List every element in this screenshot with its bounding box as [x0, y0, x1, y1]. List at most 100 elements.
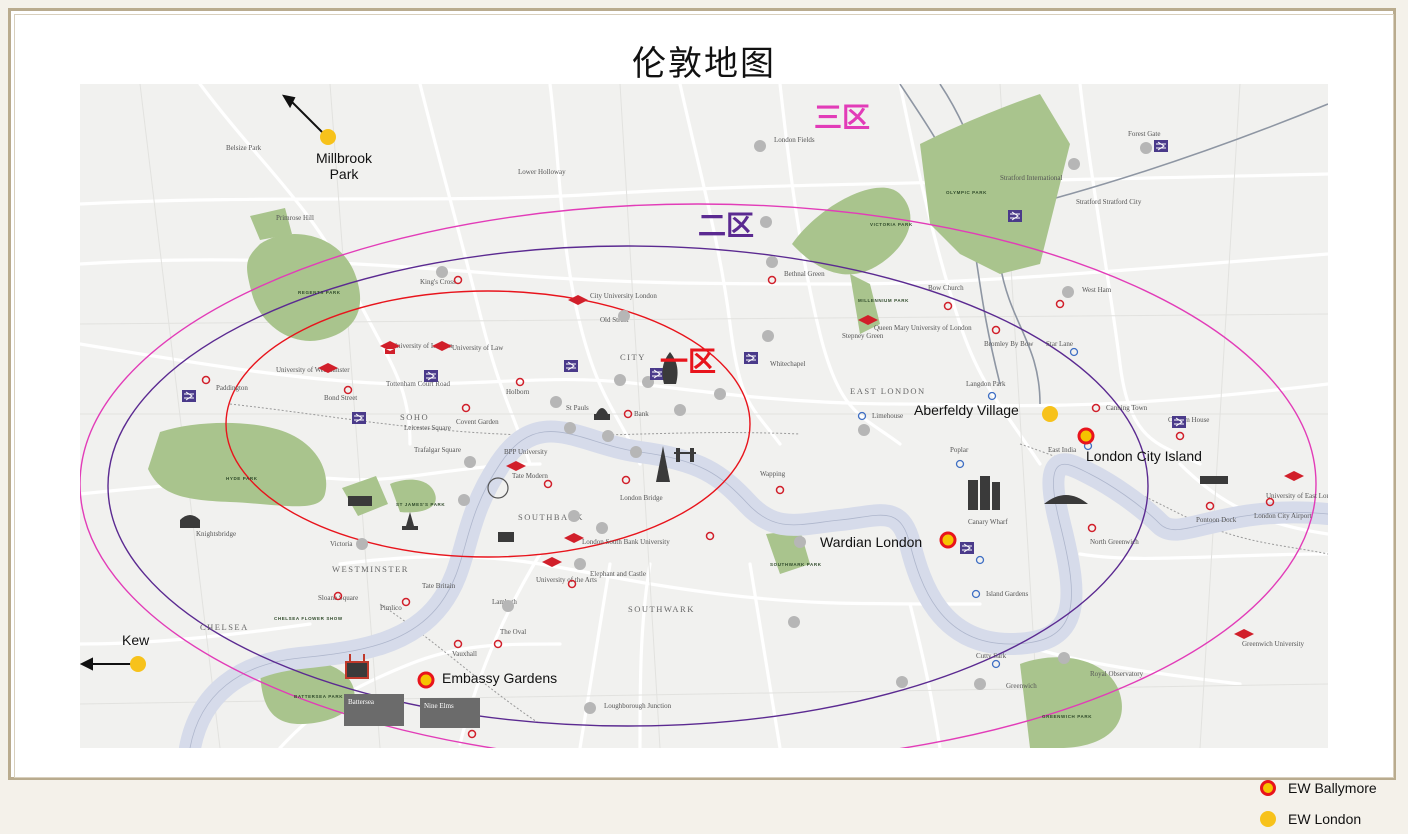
- place-label: Belsize Park: [226, 144, 262, 152]
- rail-station-icon: [630, 446, 642, 458]
- rail-station-icon: [596, 522, 608, 534]
- place-label: Trafalgar Square: [414, 446, 461, 454]
- tube-roundel-icon: [1091, 403, 1101, 413]
- national-rail-icon: [352, 412, 366, 424]
- river-edge: [189, 431, 1329, 749]
- university-hat-icon: [506, 461, 526, 471]
- direction-arrows: [79, 94, 325, 671]
- tube-roundel-icon: [1087, 523, 1097, 533]
- university-hat-icon: [568, 295, 588, 305]
- road: [898, 82, 1042, 466]
- dlr-roundel-icon: [991, 659, 1001, 669]
- place-label: Knightsbridge: [196, 530, 236, 538]
- place-label: Bond Street: [324, 394, 357, 402]
- tube-roundel-icon: [1055, 299, 1065, 309]
- rail-station-icon: [1062, 286, 1074, 298]
- tube-roundel-icon: [705, 531, 715, 541]
- place-label: King's Cross: [420, 278, 456, 286]
- road: [678, 82, 782, 446]
- park-label: HYDE PARK: [226, 476, 258, 481]
- tube-roundel-icon: [621, 475, 631, 485]
- place-label: Star Lane: [1046, 340, 1073, 348]
- place-label: Old Street: [600, 316, 629, 324]
- rail-station-icon: [464, 456, 476, 468]
- page-title: 伦敦地图: [632, 44, 776, 84]
- london-eye-icon: [487, 477, 509, 499]
- wardian-london-marker[interactable]: [939, 531, 957, 549]
- london-swatch-icon: [1260, 810, 1276, 827]
- victoria-park-area: [792, 187, 911, 275]
- tube-roundel-icon: [1205, 501, 1215, 511]
- o2-arena-icon: [1044, 495, 1088, 504]
- rail-stations: [182, 140, 1152, 714]
- aberfeldy-village-marker[interactable]: [1042, 406, 1058, 422]
- park-labels: REGENTS PARK HYDE PARK ST JAMES'S PARK V…: [226, 190, 1092, 719]
- place-label: Covent Garden: [456, 418, 499, 426]
- place-label: Limehouse: [872, 412, 903, 420]
- canary-wharf-icon: [968, 480, 978, 510]
- university-label: London South Bank University: [582, 538, 670, 546]
- place-label: Custom House: [1168, 416, 1209, 424]
- tube-roundel-icon: [1175, 431, 1185, 441]
- place-label: Bow Church: [928, 284, 964, 292]
- place-label: London Bridge: [620, 494, 663, 502]
- district-labels: SOHO CITY SOUTHBANK WESTMINSTER SOUTHWAR…: [200, 352, 926, 632]
- rail-station-icon: [602, 430, 614, 442]
- battersea-park-area: [260, 658, 355, 724]
- road: [78, 622, 312, 646]
- district-east-london: EAST LONDON: [850, 386, 926, 396]
- dlr-stations: [857, 347, 1093, 669]
- millbrook-park-label[interactable]: Millbrook Park: [315, 150, 372, 183]
- kew-marker[interactable]: [130, 656, 146, 672]
- tube-roundel-icon: [567, 579, 577, 589]
- place-label: East India: [1048, 446, 1077, 454]
- place-label: West Ham: [1082, 286, 1112, 294]
- tube-roundel-icon: [461, 403, 471, 413]
- park-label: REGENTS PARK: [298, 290, 341, 295]
- rail-station-icon: [788, 616, 800, 628]
- dlr-roundel-icon: [987, 391, 997, 401]
- tube-roundel-icon: [453, 639, 463, 649]
- place-label: Wapping: [760, 470, 786, 478]
- london-city-island-label[interactable]: London City Island: [1086, 448, 1202, 464]
- road: [418, 82, 532, 466]
- kew-label[interactable]: Kew: [122, 632, 150, 648]
- embassy-gardens-marker[interactable]: [417, 671, 435, 689]
- greenwich-park-area: [1020, 657, 1122, 748]
- wardian-london-label[interactable]: Wardian London: [820, 534, 923, 550]
- national-rail-icon: [424, 370, 438, 382]
- place-label: Bethnal Green: [784, 270, 825, 278]
- embassy-gardens-label[interactable]: Embassy Gardens: [442, 670, 558, 686]
- university-hat-icon: [564, 533, 584, 543]
- zone-1-label: 一区: [660, 345, 717, 378]
- university-label: BPP University: [504, 448, 548, 456]
- national-rail-icon: [182, 390, 196, 402]
- place-label: Poplar: [950, 446, 969, 454]
- hyde-park-area: [148, 422, 327, 507]
- national-rail-icon: [564, 360, 578, 372]
- zone-2-label: 二区: [698, 209, 755, 242]
- zone-2-boundary: [107, 245, 1149, 727]
- london-city-island-marker[interactable]: [1077, 427, 1095, 445]
- park-label: VICTORIA PARK: [870, 222, 913, 227]
- millbrook-park-marker[interactable]: [320, 129, 336, 145]
- parks: [148, 94, 1122, 748]
- road: [778, 82, 902, 446]
- landmarks: [180, 352, 1228, 679]
- aberfeldy-village-label[interactable]: Aberfeldy Village: [914, 402, 1019, 418]
- university-label: University of Law: [452, 344, 504, 352]
- place-label: Victoria: [330, 540, 353, 548]
- place-label: Canary Wharf: [968, 518, 1008, 526]
- legend-label: EW Ballymore: [1288, 779, 1377, 796]
- road: [908, 602, 942, 750]
- excel-centre-icon: [1200, 476, 1228, 484]
- battersea-info-panel: [344, 694, 404, 726]
- legend-label: EW London: [1288, 810, 1362, 827]
- university-hat-icon: [380, 341, 400, 354]
- rail-station-icon: [762, 330, 774, 342]
- rail-station-icon: [618, 310, 630, 322]
- place-label: Leicester Square: [404, 424, 451, 432]
- place-label: Greenwich: [1006, 682, 1037, 690]
- rail-station-icon: [564, 422, 576, 434]
- tube-roundel-icon: [943, 301, 953, 311]
